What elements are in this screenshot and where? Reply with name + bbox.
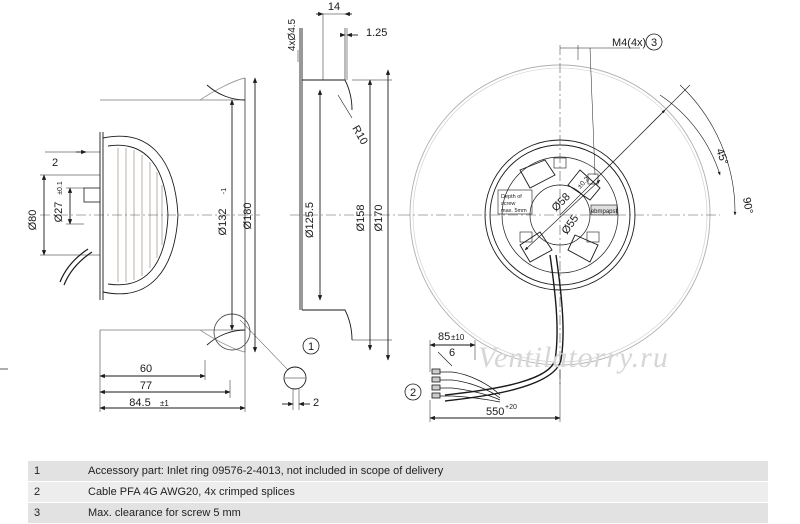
dim-d180: Ø180 (242, 203, 254, 230)
callout-1: 1 (308, 341, 314, 353)
front-view-right (400, 33, 737, 422)
side-view-left (40, 77, 310, 412)
note-text: Cable PFA 4G AWG20, 4x crimped splices (78, 481, 768, 503)
dim-77: 77 (140, 380, 152, 392)
note-number: 2 (28, 481, 78, 503)
dim-90-deg: 90° (740, 196, 755, 214)
dim-85-tol: ±10 (451, 333, 465, 342)
dim-d125-5: Ø125.5 (304, 202, 316, 238)
dim-d58: Ø58 (550, 191, 573, 214)
table-row: 2 Cable PFA 4G AWG20, 4x crimped splices (28, 481, 768, 503)
note-number: 3 (28, 502, 78, 524)
note-text: Accessory part: Inlet ring 09576-2-4013,… (78, 461, 768, 482)
dim-14: 14 (328, 1, 340, 13)
table-row: 3 Max. clearance for screw 5 mm (28, 502, 768, 524)
inlet-ring-section (290, 11, 400, 361)
dim-d158: Ø158 (355, 205, 367, 232)
dim-2-small: 2 (313, 397, 319, 409)
dim-d27: Ø27 (53, 202, 65, 223)
dim-1-25: 1.25 (366, 27, 387, 39)
dim-84-5-tol: ±1 (160, 399, 169, 408)
dim-d27-tol: ±0.1 (57, 181, 64, 195)
dim-d55: Ø55 (560, 213, 582, 237)
dim-6: 6 (449, 347, 455, 359)
watermark: Ventilatorry.ru (478, 341, 669, 374)
dim-2-left: 2 (52, 157, 58, 169)
notes-table: 1 Accessory part: Inlet ring 09576-2-401… (28, 461, 768, 524)
dim-84-5: 84.5 (129, 397, 150, 409)
dim-d132: Ø132 (217, 209, 229, 236)
dim-d80: Ø80 (27, 210, 39, 231)
dim-60: 60 (140, 363, 152, 375)
brand-label: ebmpapst (591, 209, 618, 215)
dim-d170: Ø170 (373, 205, 385, 232)
technical-drawing: Ø80 Ø27 ±0.1 2 Ø132 -1 Ø180 60 77 84.5 ±… (0, 1, 755, 422)
dimension-labels: Ø80 Ø27 ±0.1 2 Ø132 -1 Ø180 60 77 84.5 ±… (27, 1, 755, 418)
dim-85: 85 (438, 331, 450, 343)
dim-d132-tol: -1 (221, 188, 228, 194)
dim-550-tol: +20 (505, 404, 517, 411)
callout-2: 2 (410, 387, 416, 399)
note-number: 1 (28, 461, 78, 482)
screw-note-line1: Depth of (501, 194, 522, 200)
note-text: Max. clearance for screw 5 mm (78, 502, 768, 524)
dim-45-deg: 45° (713, 147, 730, 167)
dim-holes: 4xØ4.5 (287, 18, 298, 51)
dim-r10: R10 (349, 124, 369, 147)
screw-note-line3: max. 5mm (501, 208, 527, 214)
table-row: 1 Accessory part: Inlet ring 09576-2-401… (28, 461, 768, 482)
dim-550: 550 (486, 406, 504, 418)
dim-m4: M4(4x) (612, 37, 646, 49)
screw-note-line2: screw (501, 201, 515, 207)
callout-3: 3 (651, 37, 657, 49)
